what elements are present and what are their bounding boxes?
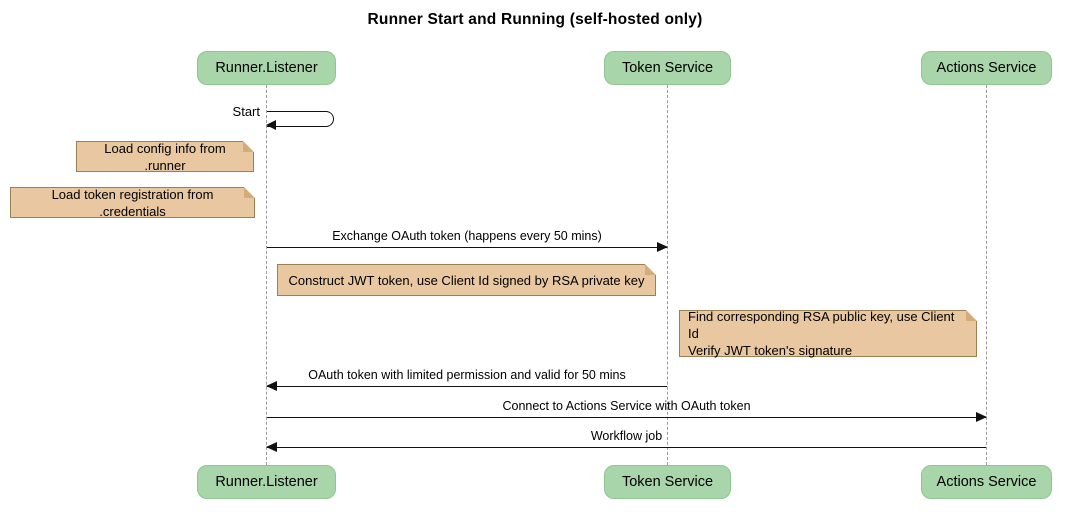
note-fold xyxy=(244,187,255,198)
note-text: Verify JWT token's signature xyxy=(688,343,853,358)
lifeline-actions-service xyxy=(986,85,987,465)
note-text: Construct JWT token, use Client Id signe… xyxy=(288,272,645,288)
note-verify-jwt: Find corresponding RSA public key, use C… xyxy=(679,309,977,358)
actor-token-service-bottom: Token Service xyxy=(604,465,731,499)
message-arrow-right xyxy=(267,242,668,253)
note-text: Load token registration from .credential… xyxy=(51,186,214,219)
note-load-config: Load config info from .runner xyxy=(76,140,254,173)
message-exchange-oauth: Exchange OAuth token (happens every 50 m… xyxy=(267,229,668,253)
actor-token-service-top: Token Service xyxy=(604,51,731,85)
message-label: OAuth token with limited permission and … xyxy=(308,368,626,382)
lifeline-runner-listener xyxy=(266,85,267,465)
actor-runner-listener-top: Runner.Listener xyxy=(197,51,336,85)
message-arrow-left xyxy=(266,442,986,453)
note-load-token-registration: Load token registration from .credential… xyxy=(10,186,255,219)
actor-actions-service-top: Actions Service xyxy=(921,51,1052,85)
message-oauth-return: OAuth token with limited permission and … xyxy=(266,368,667,392)
message-start-self-arrow xyxy=(266,111,334,130)
message-connect-actions: Connect to Actions Service with OAuth to… xyxy=(267,399,987,423)
diagram-title: Runner Start and Running (self-hosted on… xyxy=(367,11,703,28)
note-fold xyxy=(243,141,254,152)
message-arrow-right xyxy=(267,412,987,423)
note-text: Load config info from .runner xyxy=(104,140,226,173)
message-arrow-left xyxy=(266,381,667,392)
actor-actions-service-bottom: Actions Service xyxy=(921,465,1052,499)
actor-runner-listener-bottom: Runner.Listener xyxy=(197,465,336,499)
lifeline-token-service xyxy=(667,85,668,465)
message-label: Exchange OAuth token (happens every 50 m… xyxy=(332,229,602,243)
note-construct-jwt: Construct JWT token, use Client Id signe… xyxy=(277,264,656,296)
note-fold xyxy=(966,310,977,321)
message-workflow-job: Workflow job xyxy=(266,429,986,453)
message-label: Workflow job xyxy=(590,429,663,443)
note-fold xyxy=(645,264,656,275)
message-label: Connect to Actions Service with OAuth to… xyxy=(502,399,751,413)
message-start-label: Start xyxy=(232,104,260,119)
note-text: Find corresponding RSA public key, use C… xyxy=(688,309,955,341)
